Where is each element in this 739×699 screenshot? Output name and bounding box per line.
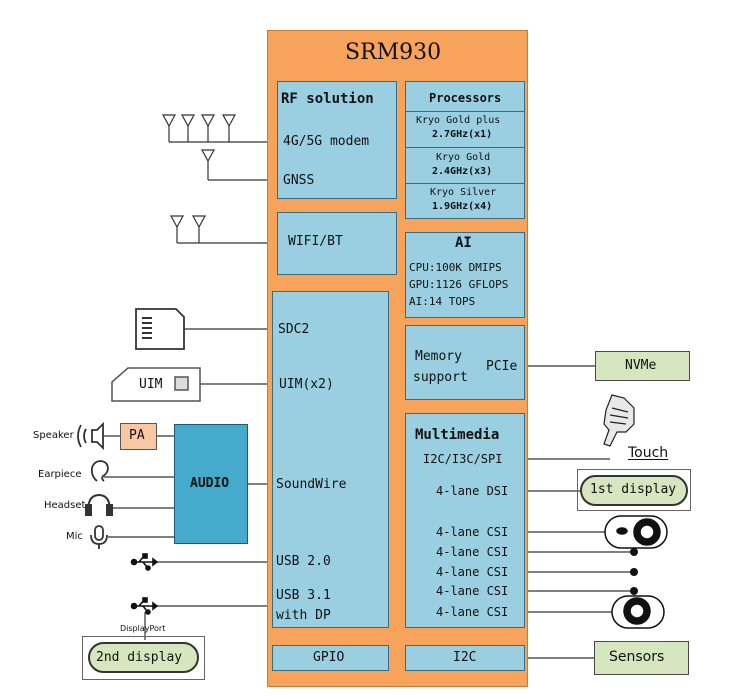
usb3-dp-label: with DP (276, 608, 331, 623)
sdc2-label: SDC2 (278, 322, 310, 337)
ai-gpu: GPU:1126 GFLOPS (409, 278, 509, 291)
nvme-box (595, 351, 690, 381)
wifi-bt-block (277, 212, 397, 275)
pa-label: PA (129, 428, 145, 443)
rf-solution-block (277, 81, 397, 199)
soundwire-label: SoundWire (276, 477, 347, 492)
usb3-label: USB 3.1 (276, 588, 331, 603)
display2-pill (88, 642, 199, 673)
antenna-icon (221, 114, 237, 128)
ai-tops: AI:14 TOPS (409, 295, 476, 308)
camera-dot-icon (630, 548, 638, 556)
multimedia-title: Multimedia (415, 427, 500, 443)
camera-icon (604, 515, 668, 549)
sensors-box (594, 641, 689, 675)
csi-label: 4-lane CSI (436, 545, 509, 559)
i2c-i3c-spi-label: I2C/I3C/SPI (423, 452, 503, 466)
pcie-label: PCIe (486, 359, 518, 374)
processors-block (405, 81, 525, 219)
modem-label: 4G/5G modem (283, 134, 370, 149)
antenna-icon (200, 149, 216, 163)
gpio-block (272, 645, 389, 671)
i2c-block (405, 645, 525, 671)
antenna-icon (200, 114, 216, 128)
displayport-label: DisplayPort (120, 624, 166, 633)
core-freq: 2.4GHz(x3) (432, 166, 493, 177)
usb-icon (130, 553, 159, 571)
pa-block (120, 423, 157, 450)
antenna-icon (169, 215, 185, 229)
uim-card-icon (111, 367, 201, 402)
mic-label: Mic (66, 531, 83, 542)
touch-hand-icon (603, 394, 635, 447)
csi-label: 4-lane CSI (436, 525, 509, 539)
antenna-icon (191, 215, 207, 229)
display1-pill (580, 475, 688, 506)
audio-label: AUDIO (190, 476, 230, 491)
core-freq: 2.7GHz(x1) (432, 129, 493, 140)
memory-support-label: support (413, 370, 468, 385)
camera-dot-icon (630, 587, 638, 595)
chip-title: SRM930 (345, 40, 442, 65)
touch-label: Touch (628, 445, 669, 461)
csi-label: 4-lane CSI (436, 584, 509, 598)
uim-card-label: UIM (139, 377, 163, 392)
io-block (272, 291, 389, 628)
csi-label: 4-lane CSI (436, 605, 509, 619)
usb2-label: USB 2.0 (276, 554, 331, 569)
antenna-icon (161, 114, 177, 128)
ai-cpu: CPU:100K DMIPS (409, 261, 502, 274)
nvme-label: NVMe (625, 358, 657, 373)
audio-block (174, 424, 248, 544)
memory-block (405, 325, 525, 400)
headset-label: Headset (44, 500, 86, 511)
gpio-label: GPIO (313, 650, 345, 665)
antenna-icon (180, 114, 196, 128)
memory-label: Memory (415, 349, 462, 364)
display2-frame (82, 636, 205, 680)
ai-title: AI (455, 235, 472, 251)
csi-label: 4-lane CSI (436, 565, 509, 579)
uim-label: UIM(x2) (279, 377, 334, 392)
core-name: Kryo Silver (430, 187, 497, 198)
display1-frame (577, 469, 691, 511)
processors-title: Processors (429, 91, 502, 105)
camera-dot-icon (630, 568, 638, 576)
display2-label: 2nd display (96, 650, 183, 665)
earpiece-label: Earpiece (38, 469, 82, 480)
core-name: Kryo Gold plus (416, 115, 501, 126)
gnss-label: GNSS (283, 173, 315, 188)
mic-icon (90, 525, 108, 549)
core-freq: 1.9GHz(x4) (432, 201, 493, 212)
dsi-label: 4-lane DSI (436, 484, 509, 498)
i2c-label: I2C (453, 650, 477, 665)
earpiece-icon (90, 460, 109, 482)
wifi-bt-label: WIFI/BT (288, 234, 343, 249)
multimedia-block (405, 413, 525, 628)
sensors-label: Sensors (609, 649, 665, 665)
ai-block (405, 232, 525, 318)
rf-solution-title: RF solution (281, 91, 374, 107)
speaker-icon (77, 421, 104, 451)
usb-icon (130, 597, 159, 615)
speaker-label: Speaker (33, 430, 74, 441)
headset-icon (85, 493, 113, 516)
core-name: Kryo Gold (436, 152, 491, 163)
camera-icon (611, 595, 665, 629)
display1-label: 1st display (590, 482, 677, 497)
